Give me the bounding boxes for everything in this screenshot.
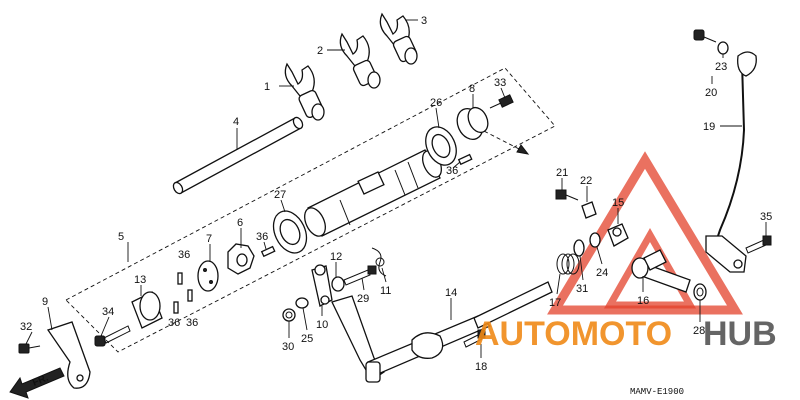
part-34-bolt [94,325,131,347]
callout-3: 3 [421,15,427,27]
watermark-brand-part1: AUTOMOTO [475,315,672,353]
callout-12: 12 [330,251,342,263]
part-11-spring [371,247,387,277]
drawing-code: MAMV-E1900 [630,387,684,397]
part-14-shift-pedal [331,281,553,383]
shaft-axis-arrow-line [477,127,526,153]
callout-2: 2 [317,45,323,57]
callout-36-b: 36 [256,231,268,243]
callout-32: 32 [20,321,32,333]
part-17-return-spring [556,253,580,275]
callout-21: 21 [556,167,568,179]
callout-7: 7 [206,233,212,245]
part-1-shift-fork [284,62,325,121]
watermark-triangle-small [603,227,697,309]
part-19-shift-rod [705,51,757,273]
callout-30: 30 [282,341,294,353]
callout-29: 29 [357,293,369,305]
callout-25: 25 [301,333,313,345]
callout-33: 33 [494,77,506,89]
callout-36-e: 36 [186,317,198,329]
callout-34: 34 [102,306,114,318]
callout-labels: 1 2 3 4 5 6 7 8 9 10 11 12 13 14 15 16 1… [20,15,772,373]
watermark-brand-part2: HUB [703,315,777,353]
part-33-bolt [489,94,514,109]
part-4-fork-shaft [172,116,304,195]
callout-11: 11 [380,285,391,297]
callout-18: 18 [475,361,487,373]
part-15-joint [607,223,629,247]
callout-15: 15 [612,197,624,209]
part-30-bolt [282,308,296,322]
part-8-drum-center [456,106,489,141]
callout-20: 20 [705,87,717,99]
part-9-bracket [46,321,91,389]
part-21-bolt [555,189,579,201]
callout-9: 9 [42,296,48,308]
part-29-bolt [343,265,377,286]
callout-23: 23 [715,61,727,73]
callout-19: 19 [703,121,715,133]
callout-10: 10 [316,319,328,331]
callout-4: 4 [233,116,239,128]
callout-26: 26 [430,97,442,109]
part-28-seal [693,283,707,301]
part-32-bolt [18,343,41,354]
callout-24: 24 [596,267,608,279]
callout-36-c: 36 [178,249,190,261]
callout-14: 14 [445,287,457,299]
callout-22: 22 [580,175,592,187]
watermark-triangle-large [547,151,743,315]
callout-31: 31 [576,283,588,295]
callout-1: 1 [264,81,270,93]
part-13-collar [131,291,163,329]
part-24-washer [589,232,601,248]
watermark-logo [547,151,743,315]
part-23-nut [717,41,729,55]
part-7-plate [197,260,219,292]
part-27-bearing [272,210,308,254]
callout-17: 17 [549,297,561,309]
part-3-shift-fork [379,12,418,65]
part-31-washer [573,239,585,257]
part-16-shift-spindle [631,249,691,293]
part-35-bolt [745,235,772,254]
callout-36-d: 36 [168,317,180,329]
part-22-clip [581,201,597,219]
callout-13: 13 [134,274,146,286]
part-26-bearing [425,126,457,166]
callout-6: 6 [237,217,243,229]
callout-5: 5 [118,231,124,243]
callout-28: 28 [693,325,705,337]
front-direction-arrow [9,367,65,399]
callout-35: 35 [760,211,772,223]
callout-27: 27 [274,189,286,201]
part-6-drum-cam [227,243,255,275]
part-25-washer [295,297,309,309]
part-36-pins [173,153,473,314]
part-18-bolt [463,329,486,348]
part-2-shift-fork [339,32,381,89]
callout-16: 16 [637,295,649,307]
part-20-bolt [693,29,717,43]
part-5-shift-drum [304,149,443,237]
assembly-frame [65,67,556,353]
callout-36-a: 36 [446,165,458,177]
part-10-stopper-arm [311,264,333,307]
part-12-collar [331,276,345,292]
leader-lines [25,19,767,358]
callout-8: 8 [469,83,475,95]
shaft-axis-arrowhead [516,144,530,155]
